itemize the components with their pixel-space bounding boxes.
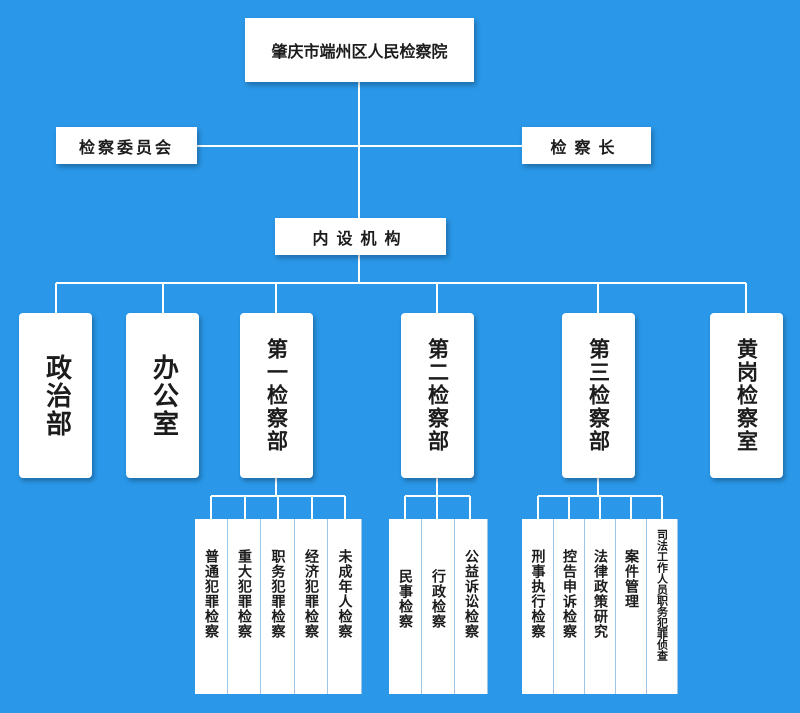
section-public-interest: 公益诉讼检察 bbox=[455, 519, 488, 694]
dept-office: 办公室 bbox=[126, 313, 199, 478]
section-case-management: 案件管理 bbox=[616, 519, 647, 694]
section-major-crime: 重大犯罪检察 bbox=[228, 519, 261, 694]
section-ordinary-crime: 普通犯罪检察 bbox=[195, 519, 228, 694]
section-judicial-staff-investigation: 司法工作人员职务犯罪侦查 bbox=[647, 519, 678, 694]
section-civil: 民事检察 bbox=[389, 519, 422, 694]
section-administrative: 行政检察 bbox=[422, 519, 455, 694]
internal-bodies-box: 内设机构 bbox=[275, 218, 446, 255]
section-complaint-appeal: 控告申诉检察 bbox=[554, 519, 585, 694]
dept-huanggang: 黄岗检察室 bbox=[710, 313, 783, 478]
section-economic-crime: 经济犯罪检察 bbox=[295, 519, 328, 694]
dept-third: 第三检察部 bbox=[562, 313, 635, 478]
root-org-box: 肇庆市端州区人民检察院 bbox=[245, 18, 474, 82]
dept-second: 第二检察部 bbox=[401, 313, 474, 478]
section-juvenile: 未成年人检察 bbox=[328, 519, 362, 694]
section-duty-crime: 职务犯罪检察 bbox=[261, 519, 295, 694]
dept-first: 第一检察部 bbox=[240, 313, 313, 478]
procuratorial-committee-box: 检察委员会 bbox=[56, 127, 197, 164]
section-legal-policy: 法律政策研究 bbox=[585, 519, 616, 694]
chief-procurator-box: 检察长 bbox=[522, 127, 651, 164]
section-penalty-execution: 刑事执行检察 bbox=[522, 519, 554, 694]
dept-political: 政治部 bbox=[19, 313, 92, 478]
